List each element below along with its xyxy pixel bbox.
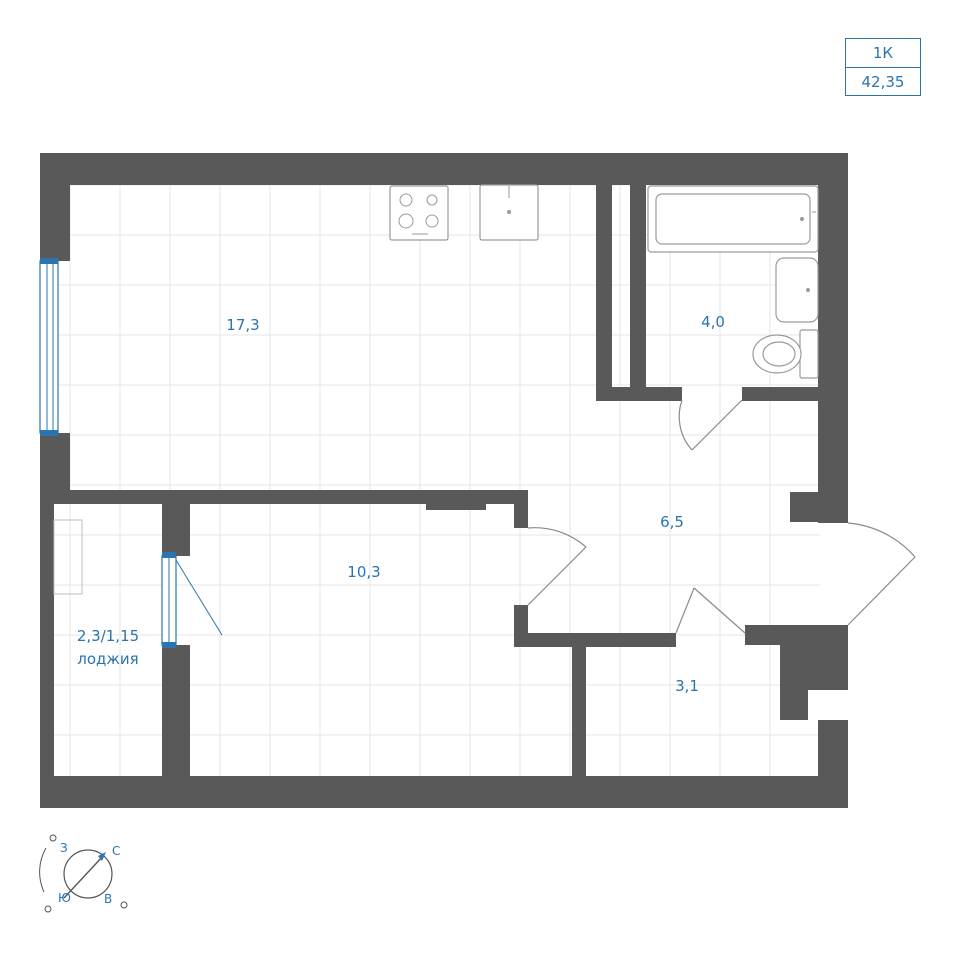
room-area-living-kitchen: 17,3 — [226, 316, 259, 334]
sun-icon — [44, 834, 128, 913]
room-label-loggia: лоджия — [77, 650, 138, 668]
compass: С Ю З В — [39, 834, 128, 913]
room-area-bedroom: 10,3 — [347, 563, 380, 581]
compass-north: С — [112, 844, 120, 858]
living-window — [39, 258, 59, 436]
kitchen-sink — [479, 184, 539, 241]
compass-east: В — [104, 892, 112, 906]
bathtub — [647, 185, 819, 253]
storage-door — [675, 587, 746, 634]
bathroom-door — [678, 399, 743, 451]
room-area-hallway: 6,5 — [660, 513, 684, 531]
room-area-bathroom: 4,0 — [701, 313, 725, 331]
room-area-storage: 3,1 — [675, 677, 699, 695]
compass-south: Ю — [58, 891, 71, 905]
walls — [40, 153, 848, 808]
apartment-area: 42,35 — [846, 67, 920, 96]
bathroom-sink — [775, 257, 819, 323]
toilet — [752, 329, 819, 379]
bedroom-door — [527, 527, 587, 606]
room-area-loggia: 2,3/1,15 — [77, 627, 139, 645]
apartment-badge: 1К 42,35 — [845, 38, 921, 96]
loggia-shelf — [53, 519, 83, 595]
apartment-type: 1К — [872, 44, 894, 62]
loggia-window — [161, 552, 223, 648]
entry-door — [847, 522, 916, 626]
stove — [389, 185, 449, 241]
compass-west: З — [60, 841, 68, 855]
